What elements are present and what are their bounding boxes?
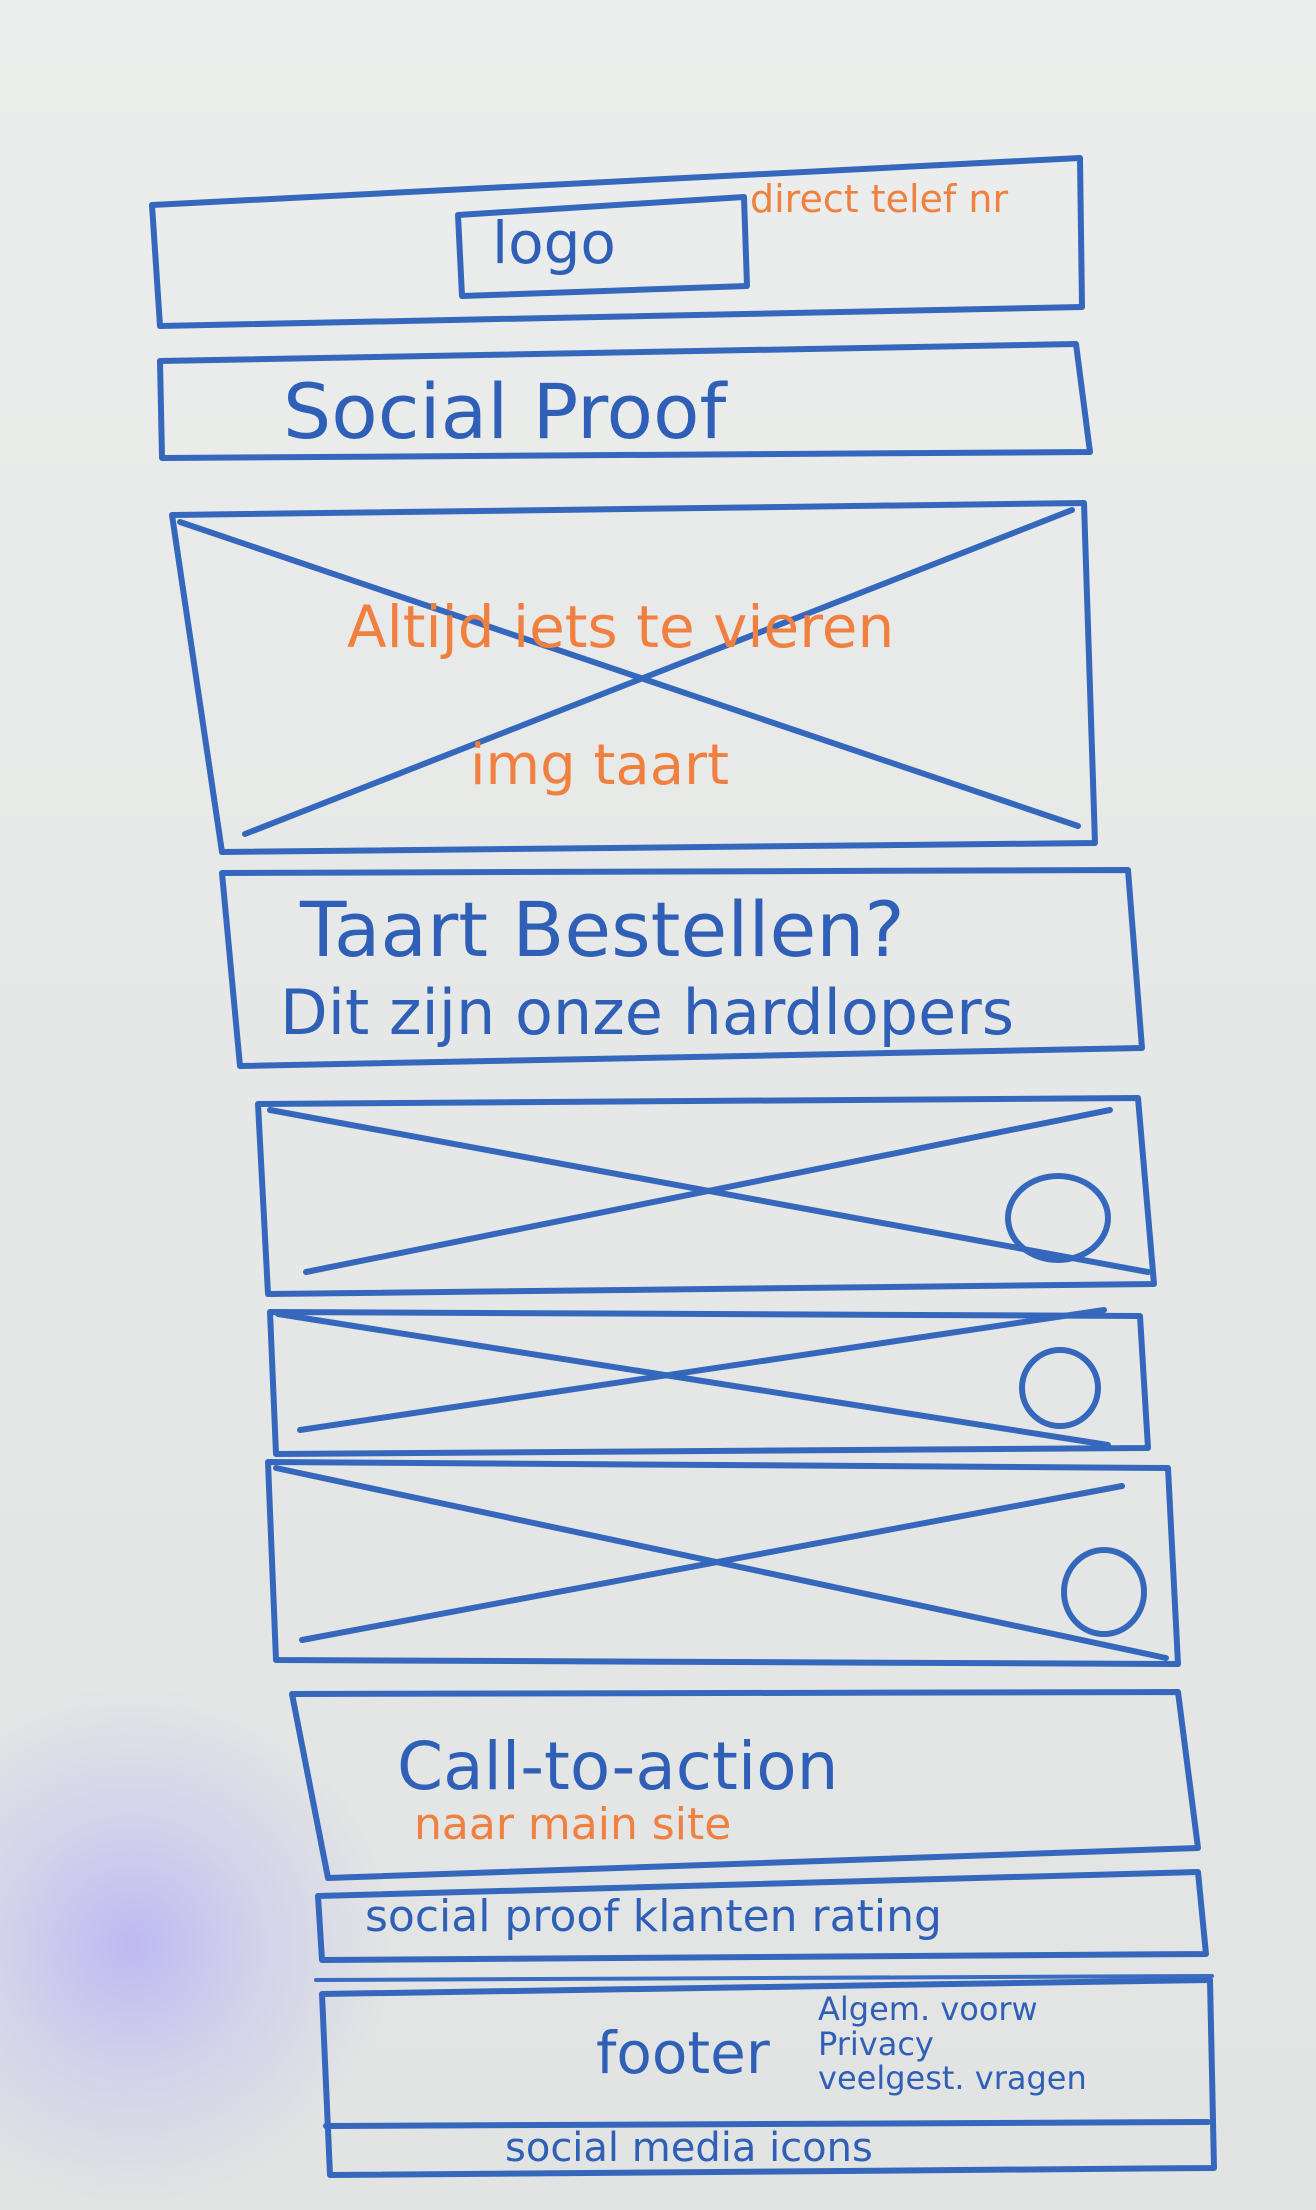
footer-link-terms: Algem. voorw	[818, 1990, 1038, 2028]
footer-sketch	[314, 1974, 1217, 2178]
order-subtitle-label: Dit zijn onze hardlopers	[280, 976, 1015, 1049]
social-proof-top-box	[157, 341, 1093, 461]
social-proof-label: Social Proof	[283, 367, 727, 456]
product-card-3-cross-b	[299, 1483, 1125, 1643]
logo-box	[455, 194, 750, 299]
header-sketch	[149, 155, 1085, 329]
ratings-sketch	[315, 1869, 1209, 1963]
product-card-2-cross-a	[275, 1311, 1111, 1448]
hero-headline-label: Altijd iets te vieren	[347, 593, 895, 661]
cta-label: Call-to-action	[397, 1728, 839, 1805]
order-section-box	[219, 867, 1145, 1069]
hero-image-sketch	[169, 500, 1098, 855]
social-media-icons-label: social media icons	[505, 2125, 873, 2171]
product-card-3-sketch	[265, 1459, 1181, 1667]
product-card-1-cross-b	[303, 1107, 1113, 1275]
ratings-box	[315, 1869, 1209, 1963]
hero-image-label: img taart	[470, 733, 730, 798]
product-card-2-cross-b	[297, 1307, 1107, 1433]
footer-accent-line	[314, 1974, 1214, 1982]
cta-sketch	[289, 1689, 1201, 1881]
footer-label: footer	[596, 2019, 770, 2087]
footer-links: Algem. voorw Privacy veelgest. vragen	[818, 1992, 1087, 2096]
product-card-2-sketch	[267, 1307, 1151, 1457]
product-card-2-action-icon	[1019, 1347, 1101, 1429]
hero-image-cross-b	[242, 507, 1075, 837]
ratings-label: social proof klanten rating	[365, 1891, 942, 1942]
footer-link-faq: veelgest. vragen	[818, 2059, 1087, 2098]
hero-image-box	[169, 500, 1098, 855]
order-section-sketch	[219, 867, 1145, 1069]
cta-box	[289, 1689, 1201, 1881]
social-proof-top-sketch	[157, 341, 1093, 461]
header-box	[149, 155, 1085, 329]
product-card-1-action-icon	[1005, 1173, 1111, 1263]
footer-box	[319, 1977, 1217, 2178]
order-title-label: Taart Bestellen?	[300, 885, 905, 974]
logo-placeholder-label: logo	[492, 209, 616, 277]
footer-link-privacy: Privacy	[818, 2024, 934, 2063]
cta-note-label: naar main site	[414, 1799, 732, 1850]
footer-divider	[323, 2119, 1211, 2129]
direct-phone-label: direct telef nr	[750, 177, 1009, 221]
product-card-3-action-icon	[1061, 1547, 1147, 1637]
hero-image-cross-a	[177, 519, 1081, 829]
product-card-1-box	[255, 1095, 1157, 1297]
product-card-3-box	[265, 1459, 1181, 1667]
product-card-2-box	[267, 1309, 1151, 1457]
product-card-1-sketch	[255, 1095, 1157, 1297]
